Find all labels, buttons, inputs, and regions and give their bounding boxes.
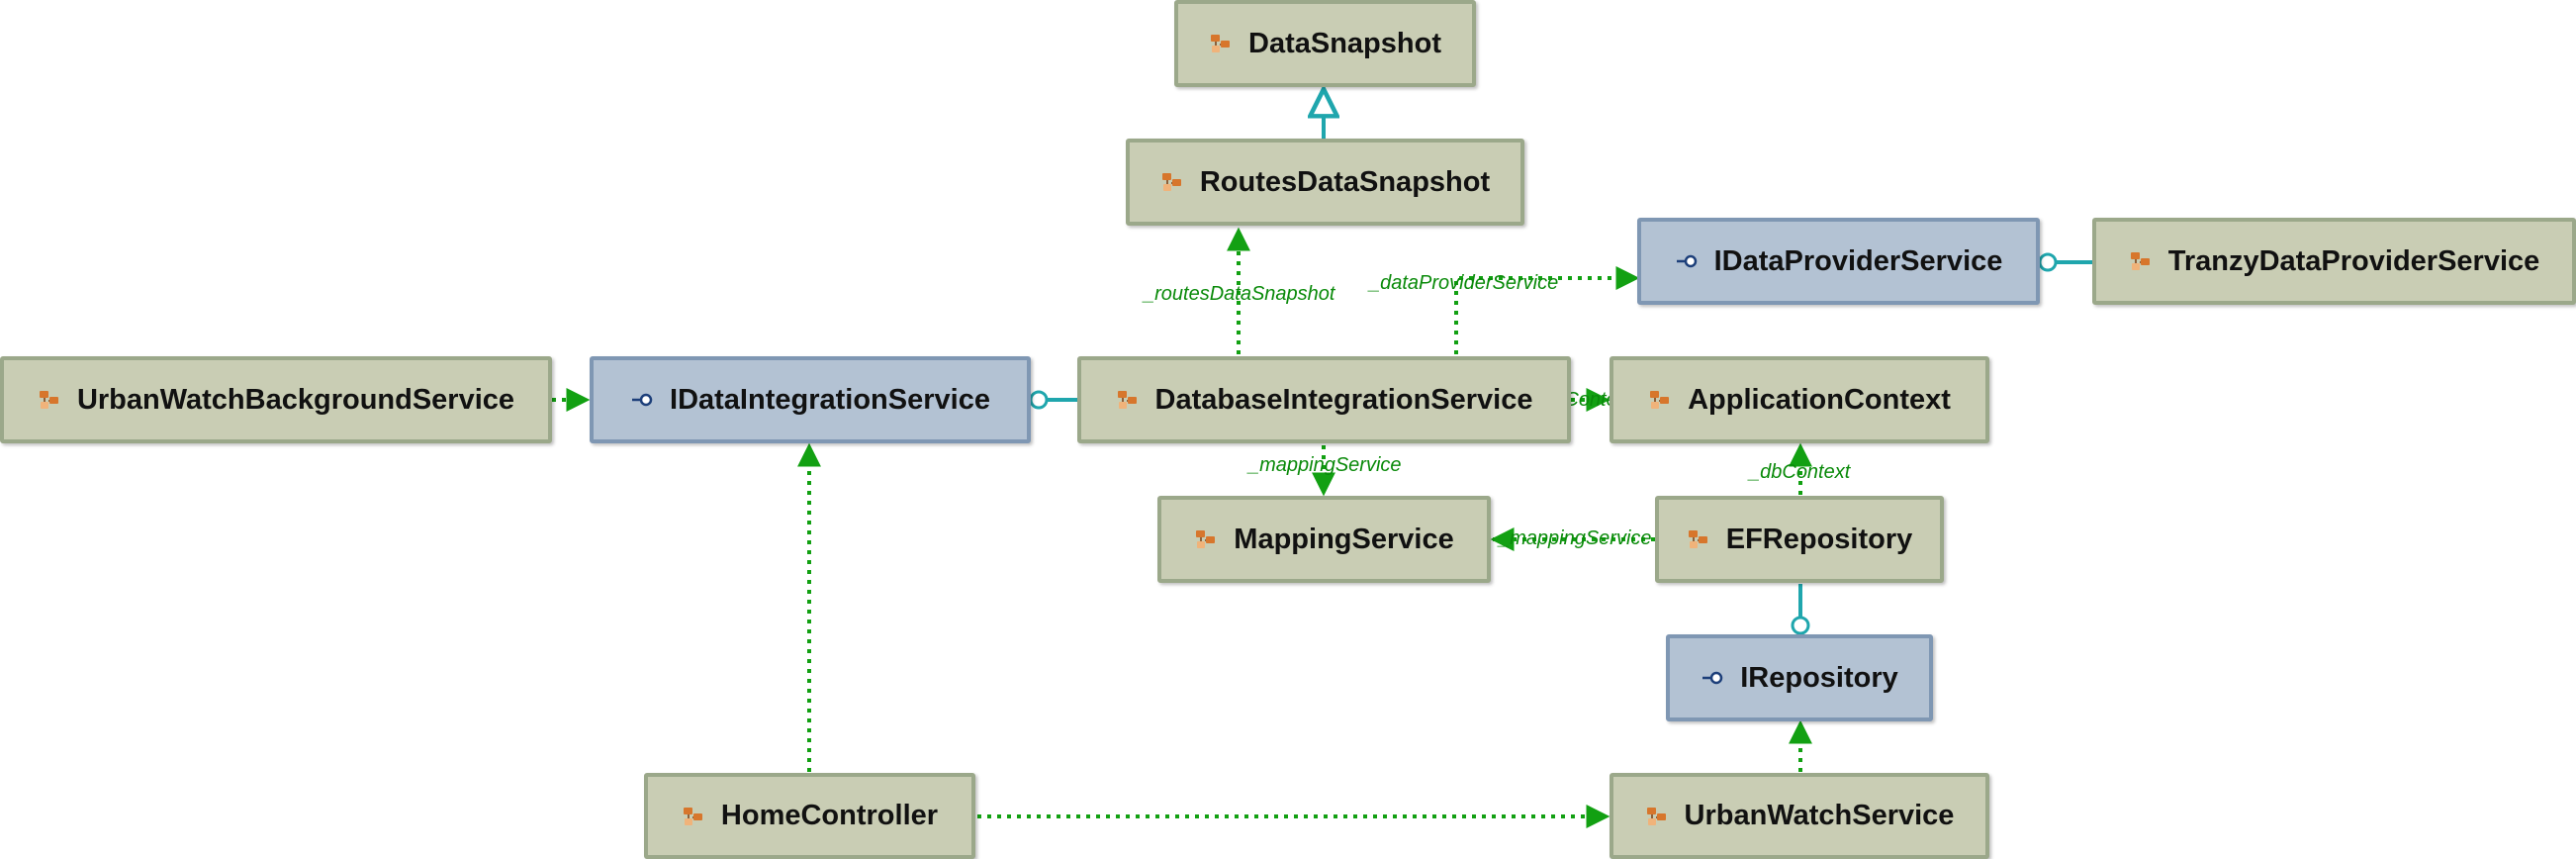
edge-label-data-provider-service: _dataProviderService [1369, 272, 1559, 294]
realization-database-integration-socket [1029, 390, 1049, 410]
node-application-context[interactable]: ApplicationContext [1610, 356, 1989, 443]
node-urban-watch-background-service[interactable]: UrbanWatchBackgroundService [0, 356, 552, 443]
node-home-controller[interactable]: HomeController [644, 773, 975, 859]
realization-ef-repository-socket [1791, 616, 1810, 635]
node-ef-repository[interactable]: EFRepository [1655, 496, 1944, 583]
node-label: UrbanWatchService [1684, 800, 1955, 831]
class-icon [683, 807, 702, 825]
node-urban-watch-service[interactable]: UrbanWatchService [1610, 773, 1989, 859]
node-label: RoutesDataSnapshot [1199, 165, 1491, 198]
edge-label-routes-data-snapshot: _routesDataSnapshot [1144, 283, 1335, 305]
class-icon [2130, 252, 2150, 270]
node-mapping-service[interactable]: MappingService [1157, 496, 1491, 583]
edge-label-db-context-ef: _dbContext [1749, 461, 1851, 483]
node-database-integration-service[interactable]: DatabaseIntegrationService [1077, 356, 1571, 443]
class-icon [1650, 391, 1670, 409]
interface-icon [1702, 671, 1723, 685]
interface-icon [1676, 254, 1697, 268]
realization-tranzy-socket [2038, 252, 2058, 272]
node-idata-provider-service[interactable]: IDataProviderService [1637, 218, 2040, 305]
node-label: DataSnapshot [1248, 27, 1441, 59]
edge-label-mapping-service-ef: _mappingService [1499, 527, 1652, 549]
interface-icon [632, 393, 653, 407]
node-irepository[interactable]: IRepository [1666, 634, 1933, 721]
node-label: IDataProviderService [1713, 244, 2003, 277]
node-label: EFRepository [1725, 523, 1913, 555]
class-icon [1117, 391, 1137, 409]
class-icon [39, 391, 58, 409]
class-icon [1161, 173, 1181, 191]
node-label: TranzyDataProviderService [2167, 244, 2540, 277]
node-label: UrbanWatchBackgroundService [76, 383, 515, 416]
node-label: IDataIntegrationService [670, 383, 990, 416]
node-label: HomeController [720, 800, 939, 831]
class-icon [1211, 35, 1230, 52]
class-icon [1646, 807, 1666, 825]
node-label: IRepository [1740, 661, 1898, 694]
node-routes-data-snapshot[interactable]: RoutesDataSnapshot [1126, 139, 1524, 226]
class-icon [1196, 530, 1216, 548]
class-icon [1688, 530, 1707, 548]
node-label: ApplicationContext [1688, 383, 1951, 416]
node-label: MappingService [1234, 523, 1454, 555]
node-data-snapshot[interactable]: DataSnapshot [1174, 0, 1476, 87]
edge-label-mapping-service-integration: _mappingService [1248, 454, 1402, 476]
node-tranzy-data-provider-service[interactable]: TranzyDataProviderService [2092, 218, 2576, 305]
node-label: DatabaseIntegrationService [1154, 383, 1533, 416]
node-idata-integration-service[interactable]: IDataIntegrationService [590, 356, 1031, 443]
